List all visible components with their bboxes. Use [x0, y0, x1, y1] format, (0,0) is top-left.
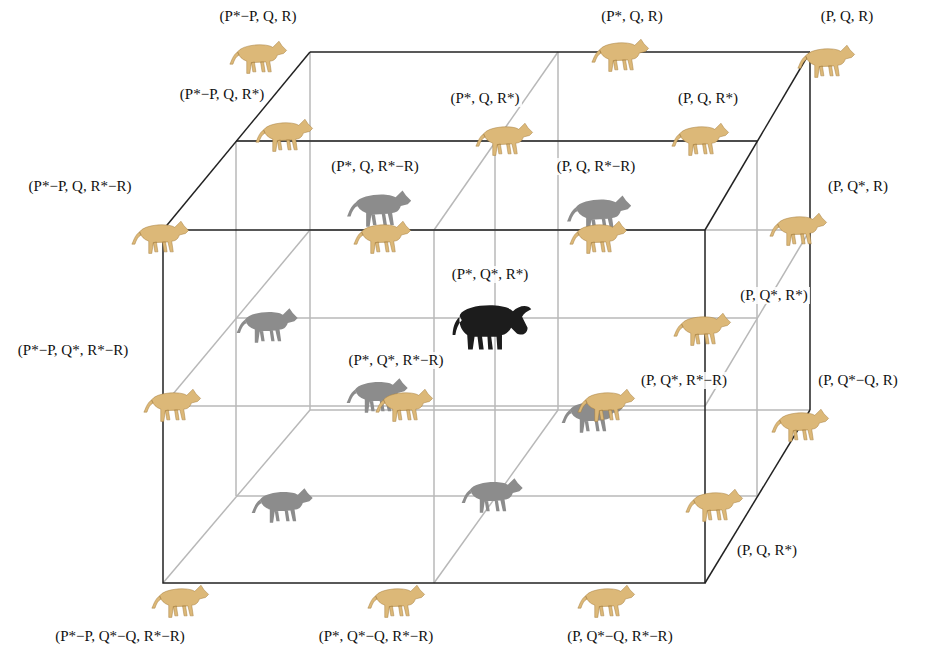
coordinate-label: (P, Q, R)	[819, 8, 876, 25]
coordinate-label: (P, Q*−Q, R*−R)	[565, 628, 674, 645]
inner-grid	[163, 52, 810, 583]
coordinate-label: (P*, Q*−Q, R*−R)	[317, 628, 435, 645]
coordinate-label: (P, Q, R*−R)	[555, 158, 637, 175]
coordinate-label: (P*, Q*, R*−R)	[346, 352, 445, 369]
coordinate-label: (P, Q, R*)	[735, 542, 799, 559]
coordinate-label: (P*−P, Q*, R*−R)	[16, 342, 130, 359]
coordinate-label: (P*, Q, R*−R)	[329, 158, 421, 175]
coordinate-label: (P*−P, Q, R*)	[178, 86, 266, 103]
grey-wolves	[237, 190, 632, 522]
prey-buffalo	[453, 305, 532, 349]
coordinate-label: (P*−P, Q*−Q, R*−R)	[53, 628, 187, 645]
coordinate-label: (P*−P, Q, R*−R)	[27, 178, 134, 195]
coordinate-label: (P, Q*, R*−R)	[639, 372, 729, 389]
coordinate-label: (P*, Q, R*)	[448, 90, 521, 107]
coordinate-label: (P*−P, Q, R)	[218, 8, 299, 25]
coordinate-label: (P*, Q, R)	[599, 8, 665, 25]
coordinate-label: (P, Q*, R)	[826, 178, 890, 195]
coordinate-label: (P, Q*, R*)	[738, 287, 810, 304]
coordinate-label: (P, Q, R*)	[676, 90, 740, 107]
tan-wolves	[132, 39, 855, 617]
coordinate-label: (P, Q*−Q, R)	[816, 372, 899, 389]
cube-edges	[163, 52, 810, 583]
coordinate-label: (P*, Q*, R*)	[450, 266, 531, 283]
